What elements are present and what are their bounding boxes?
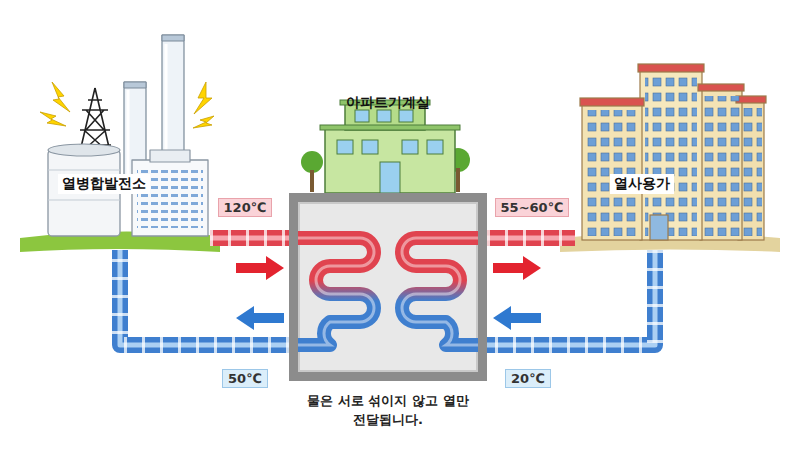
machine-room-building bbox=[301, 100, 470, 193]
pipe-joints bbox=[210, 230, 289, 246]
pipe-highlight bbox=[487, 236, 575, 241]
pipe-joints bbox=[487, 230, 575, 246]
node-label: 아파트기계실 bbox=[342, 93, 434, 113]
pipe bbox=[120, 250, 289, 345]
pipe-connector bbox=[210, 238, 289, 280]
pipe-joints bbox=[487, 250, 655, 345]
node-label: 열병합발전소 bbox=[58, 174, 150, 194]
pipe-highlight bbox=[487, 250, 655, 345]
heat-user-box: 열사용가 bbox=[575, 60, 765, 250]
pipe-connector bbox=[487, 238, 575, 280]
node-label: 열사용가 bbox=[610, 174, 674, 194]
pipe bbox=[210, 230, 289, 246]
apartment-buildings bbox=[580, 64, 766, 240]
flow-arrow bbox=[493, 256, 541, 280]
flow-arrow bbox=[236, 256, 284, 280]
pipe-joints bbox=[120, 250, 289, 345]
heat-exchanger-box: 아파트기계실 bbox=[289, 193, 487, 381]
pipe bbox=[487, 250, 655, 345]
pipe-highlight bbox=[210, 236, 289, 241]
pipe bbox=[487, 230, 575, 246]
temperature-label: 55~60℃ bbox=[495, 198, 570, 217]
flow-arrow bbox=[236, 306, 284, 330]
temperature-label: 20℃ bbox=[505, 369, 551, 388]
flow-arrow bbox=[493, 306, 541, 330]
power-plant-illustration bbox=[40, 35, 214, 236]
temperature-label: 120℃ bbox=[218, 198, 273, 217]
power-plant-box: 열병합발전소 bbox=[30, 60, 210, 250]
temperature-label: 50℃ bbox=[222, 369, 268, 388]
pipe-connector bbox=[120, 250, 289, 345]
pipe-connector bbox=[487, 250, 655, 345]
caption: 물은 서로 섞이지 않고 열만 전달됩니다. bbox=[303, 392, 473, 430]
heat-exchanger-illustration bbox=[289, 193, 487, 381]
pipe-highlight bbox=[120, 250, 289, 345]
